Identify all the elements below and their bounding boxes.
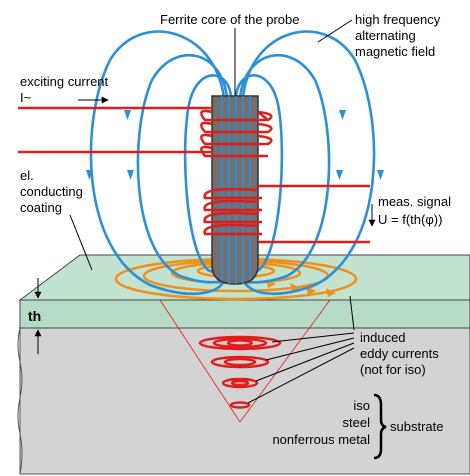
substrate-nonferrous-label: nonferrous metal: [272, 432, 370, 447]
substrate-eddy-currents: [198, 335, 282, 409]
coating-label-line3: coating: [20, 200, 62, 215]
field-direction-arrows: [86, 110, 384, 180]
thickness-label: th: [28, 308, 41, 324]
eddy-label-line2: eddy currents: [360, 346, 439, 361]
substrate-brace: [373, 393, 387, 460]
substrate-iso-label: iso: [353, 398, 370, 413]
measurement-wires: [258, 184, 370, 244]
coating-label-line1: el.: [20, 168, 34, 183]
meas-signal-label: meas. signal: [378, 194, 451, 209]
probe-core-label: Ferrite core of the probe: [160, 12, 299, 27]
field-label-line2: alternating: [355, 28, 416, 43]
substrate-block: [17, 327, 470, 475]
substrate-steel-label: steel: [343, 415, 371, 430]
exciting-current-wires: [18, 106, 212, 154]
eddy-cone: [159, 299, 331, 423]
exciting-current-symbol: I~: [20, 90, 32, 105]
exciting-current-label: exciting current: [20, 74, 109, 89]
meas-signal-formula: U = f(th(φ)): [378, 212, 442, 227]
coating-label-line2: conducting: [20, 184, 83, 199]
eddy-label-line3: (not for iso): [360, 362, 426, 377]
label-pointers: [69, 19, 376, 404]
field-label-line1: high frequency: [355, 12, 441, 27]
substrate-label: substrate: [390, 419, 443, 434]
eddy-label-line1: induced: [360, 330, 406, 345]
field-label-line3: magnetic field: [355, 44, 435, 59]
excitation-coil: [200, 109, 273, 158]
measurement-coil: [203, 187, 262, 236]
